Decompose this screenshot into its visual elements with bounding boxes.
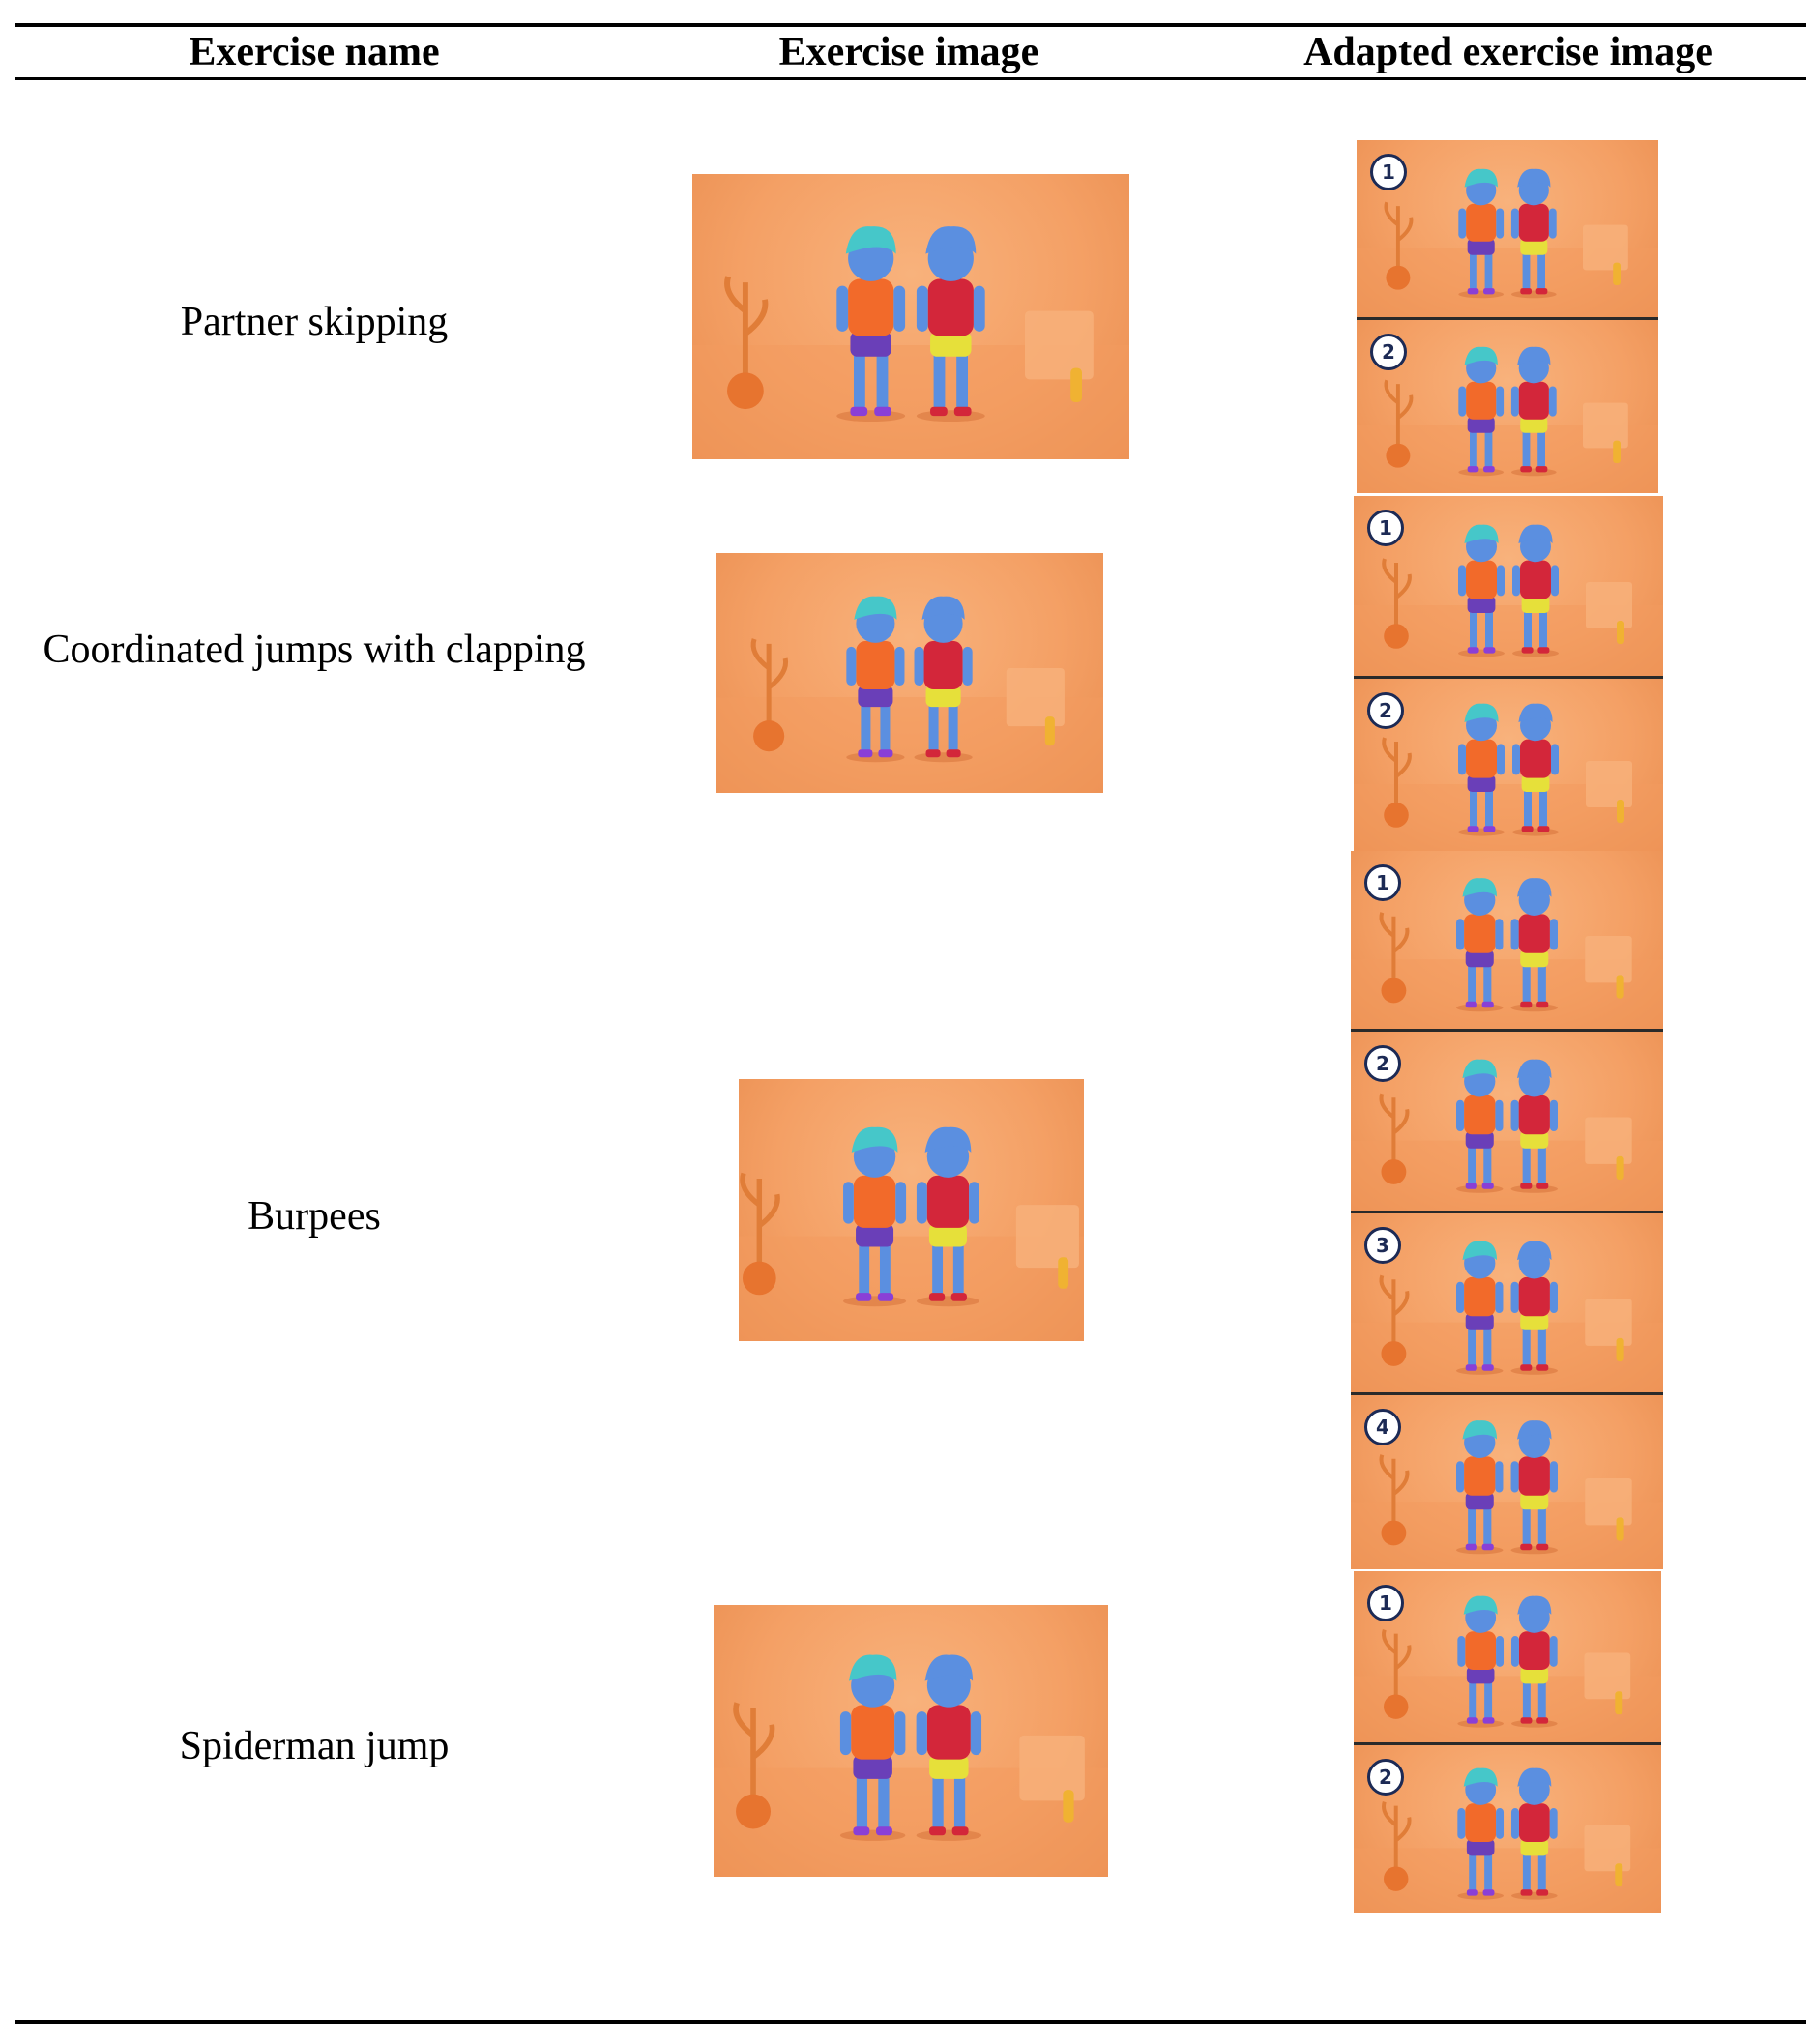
adapted-panel: 1 xyxy=(1357,140,1658,320)
adapted-panel: 2 xyxy=(1351,1032,1663,1213)
exercise-image-partner-skipping xyxy=(692,174,1129,459)
header-exercise-image: Exercise image xyxy=(778,30,1039,74)
table-top-rule xyxy=(15,23,1806,27)
exercise-name-spiderman-jump: Spiderman jump xyxy=(179,1724,450,1768)
exercise-name-coordinated-jumps-with-clapping: Coordinated jumps with clapping xyxy=(43,628,586,672)
adapted-panel: 2 xyxy=(1354,679,1663,851)
exercise-image-burpees xyxy=(739,1079,1084,1341)
exercise-name-burpees: Burpees xyxy=(248,1194,381,1239)
step-number-badge: 2 xyxy=(1364,1045,1401,1082)
step-number-badge: 1 xyxy=(1364,864,1401,901)
exercise-name-partner-skipping: Partner skipping xyxy=(180,300,449,344)
step-number-badge: 2 xyxy=(1367,1759,1404,1796)
exercise-image-spiderman-jump xyxy=(714,1605,1108,1877)
adapted-panel: 4 xyxy=(1351,1395,1663,1569)
header-exercise-name: Exercise name xyxy=(189,30,440,74)
step-number-badge: 3 xyxy=(1364,1227,1401,1264)
adapted-panel: 1 xyxy=(1354,1571,1661,1745)
table-header-rule xyxy=(15,77,1806,80)
step-number-badge: 2 xyxy=(1367,692,1404,729)
adapted-panel: 3 xyxy=(1351,1213,1663,1395)
step-number-badge: 1 xyxy=(1370,154,1407,190)
step-number-badge: 4 xyxy=(1364,1409,1401,1445)
adapted-panel: 1 xyxy=(1351,851,1663,1032)
adapted-panel: 2 xyxy=(1354,1745,1661,1913)
step-number-badge: 1 xyxy=(1367,1585,1404,1621)
adapted-panel: 2 xyxy=(1357,320,1658,493)
table-bottom-rule xyxy=(15,2020,1806,2024)
step-number-badge: 1 xyxy=(1367,510,1404,546)
step-number-badge: 2 xyxy=(1370,334,1407,370)
exercise-image-coordinated-jumps-with-clapping xyxy=(716,553,1103,793)
adapted-panel: 1 xyxy=(1354,496,1663,679)
header-adapted-exercise-image: Adapted exercise image xyxy=(1303,30,1713,74)
